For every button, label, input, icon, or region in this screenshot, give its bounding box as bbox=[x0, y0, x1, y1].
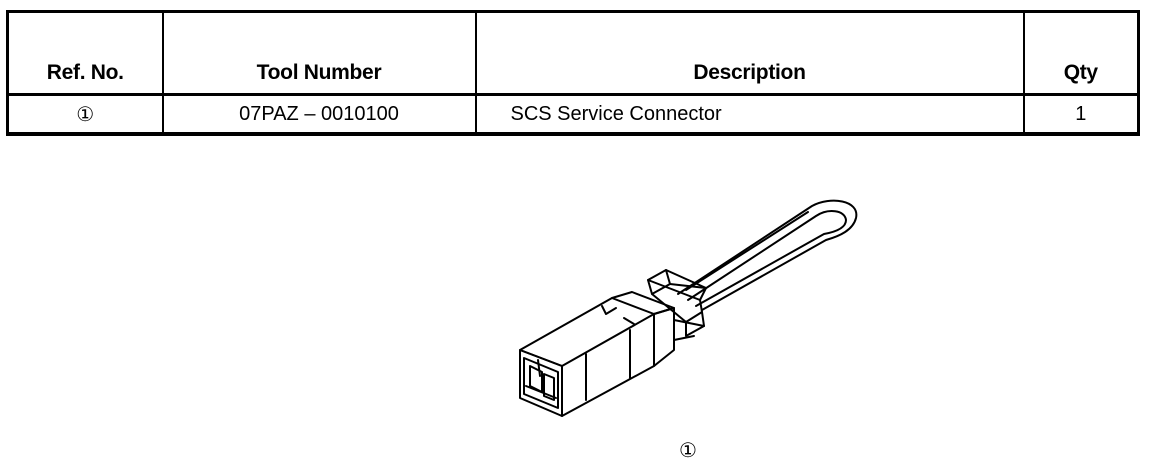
header-qty: Qty bbox=[1022, 10, 1140, 96]
cell-ref-no: ① bbox=[6, 93, 164, 136]
table-row: ① 07PAZ – 0010100 SCS Service Connector … bbox=[6, 93, 1140, 136]
cell-description: SCS Service Connector bbox=[474, 93, 1025, 136]
cell-tool-number: 07PAZ – 0010100 bbox=[161, 93, 477, 136]
cell-qty: 1 bbox=[1022, 93, 1140, 136]
header-tool-number: Tool Number bbox=[161, 10, 477, 96]
header-ref-no: Ref. No. bbox=[6, 10, 164, 96]
header-description: Description bbox=[474, 10, 1025, 96]
callout-number: ① bbox=[679, 440, 697, 462]
scs-service-connector-illustration bbox=[519, 199, 858, 417]
table-header-row: Ref. No. Tool Number Description Qty bbox=[6, 10, 1140, 96]
special-tools-table: Ref. No. Tool Number Description Qty ① 0… bbox=[6, 10, 1140, 136]
